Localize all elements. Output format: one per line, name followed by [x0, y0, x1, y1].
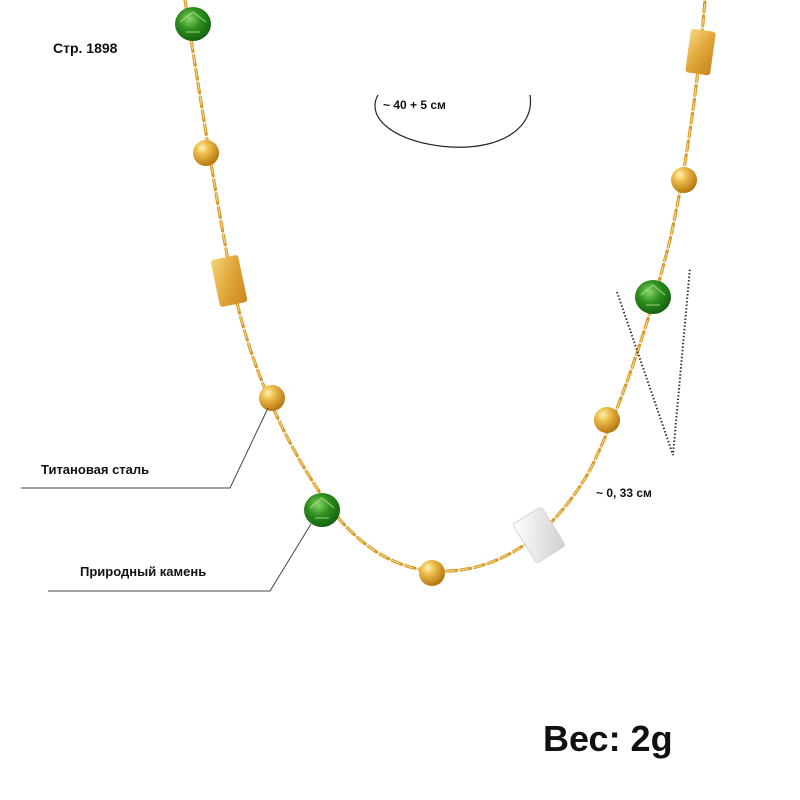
- length-arc: [374, 94, 532, 148]
- gold-bead: [419, 560, 445, 586]
- gold-bar: [210, 255, 248, 307]
- material-steel-label: Титановая сталь: [41, 462, 150, 477]
- white-stone: [513, 507, 565, 563]
- article-number: Стр. 1898: [53, 40, 118, 56]
- thickness-indicator: [616, 267, 691, 456]
- green-stone: [635, 280, 671, 314]
- gold-bead: [259, 385, 285, 411]
- green-stone: [304, 493, 340, 527]
- weight-label: Вес: 2g: [543, 718, 673, 759]
- gold-bead: [193, 140, 219, 166]
- gold-bead: [671, 167, 697, 193]
- gold-bar: [685, 28, 716, 76]
- steel-callout-line: [21, 407, 269, 489]
- stone-callout-line: [48, 523, 312, 592]
- thickness-label: ~ 0, 33 см: [596, 486, 652, 500]
- material-stone-label: Природный камень: [80, 564, 207, 579]
- gold-bead: [594, 407, 620, 433]
- green-stone: [175, 7, 211, 41]
- length-label: ~ 40 + 5 см: [383, 98, 446, 112]
